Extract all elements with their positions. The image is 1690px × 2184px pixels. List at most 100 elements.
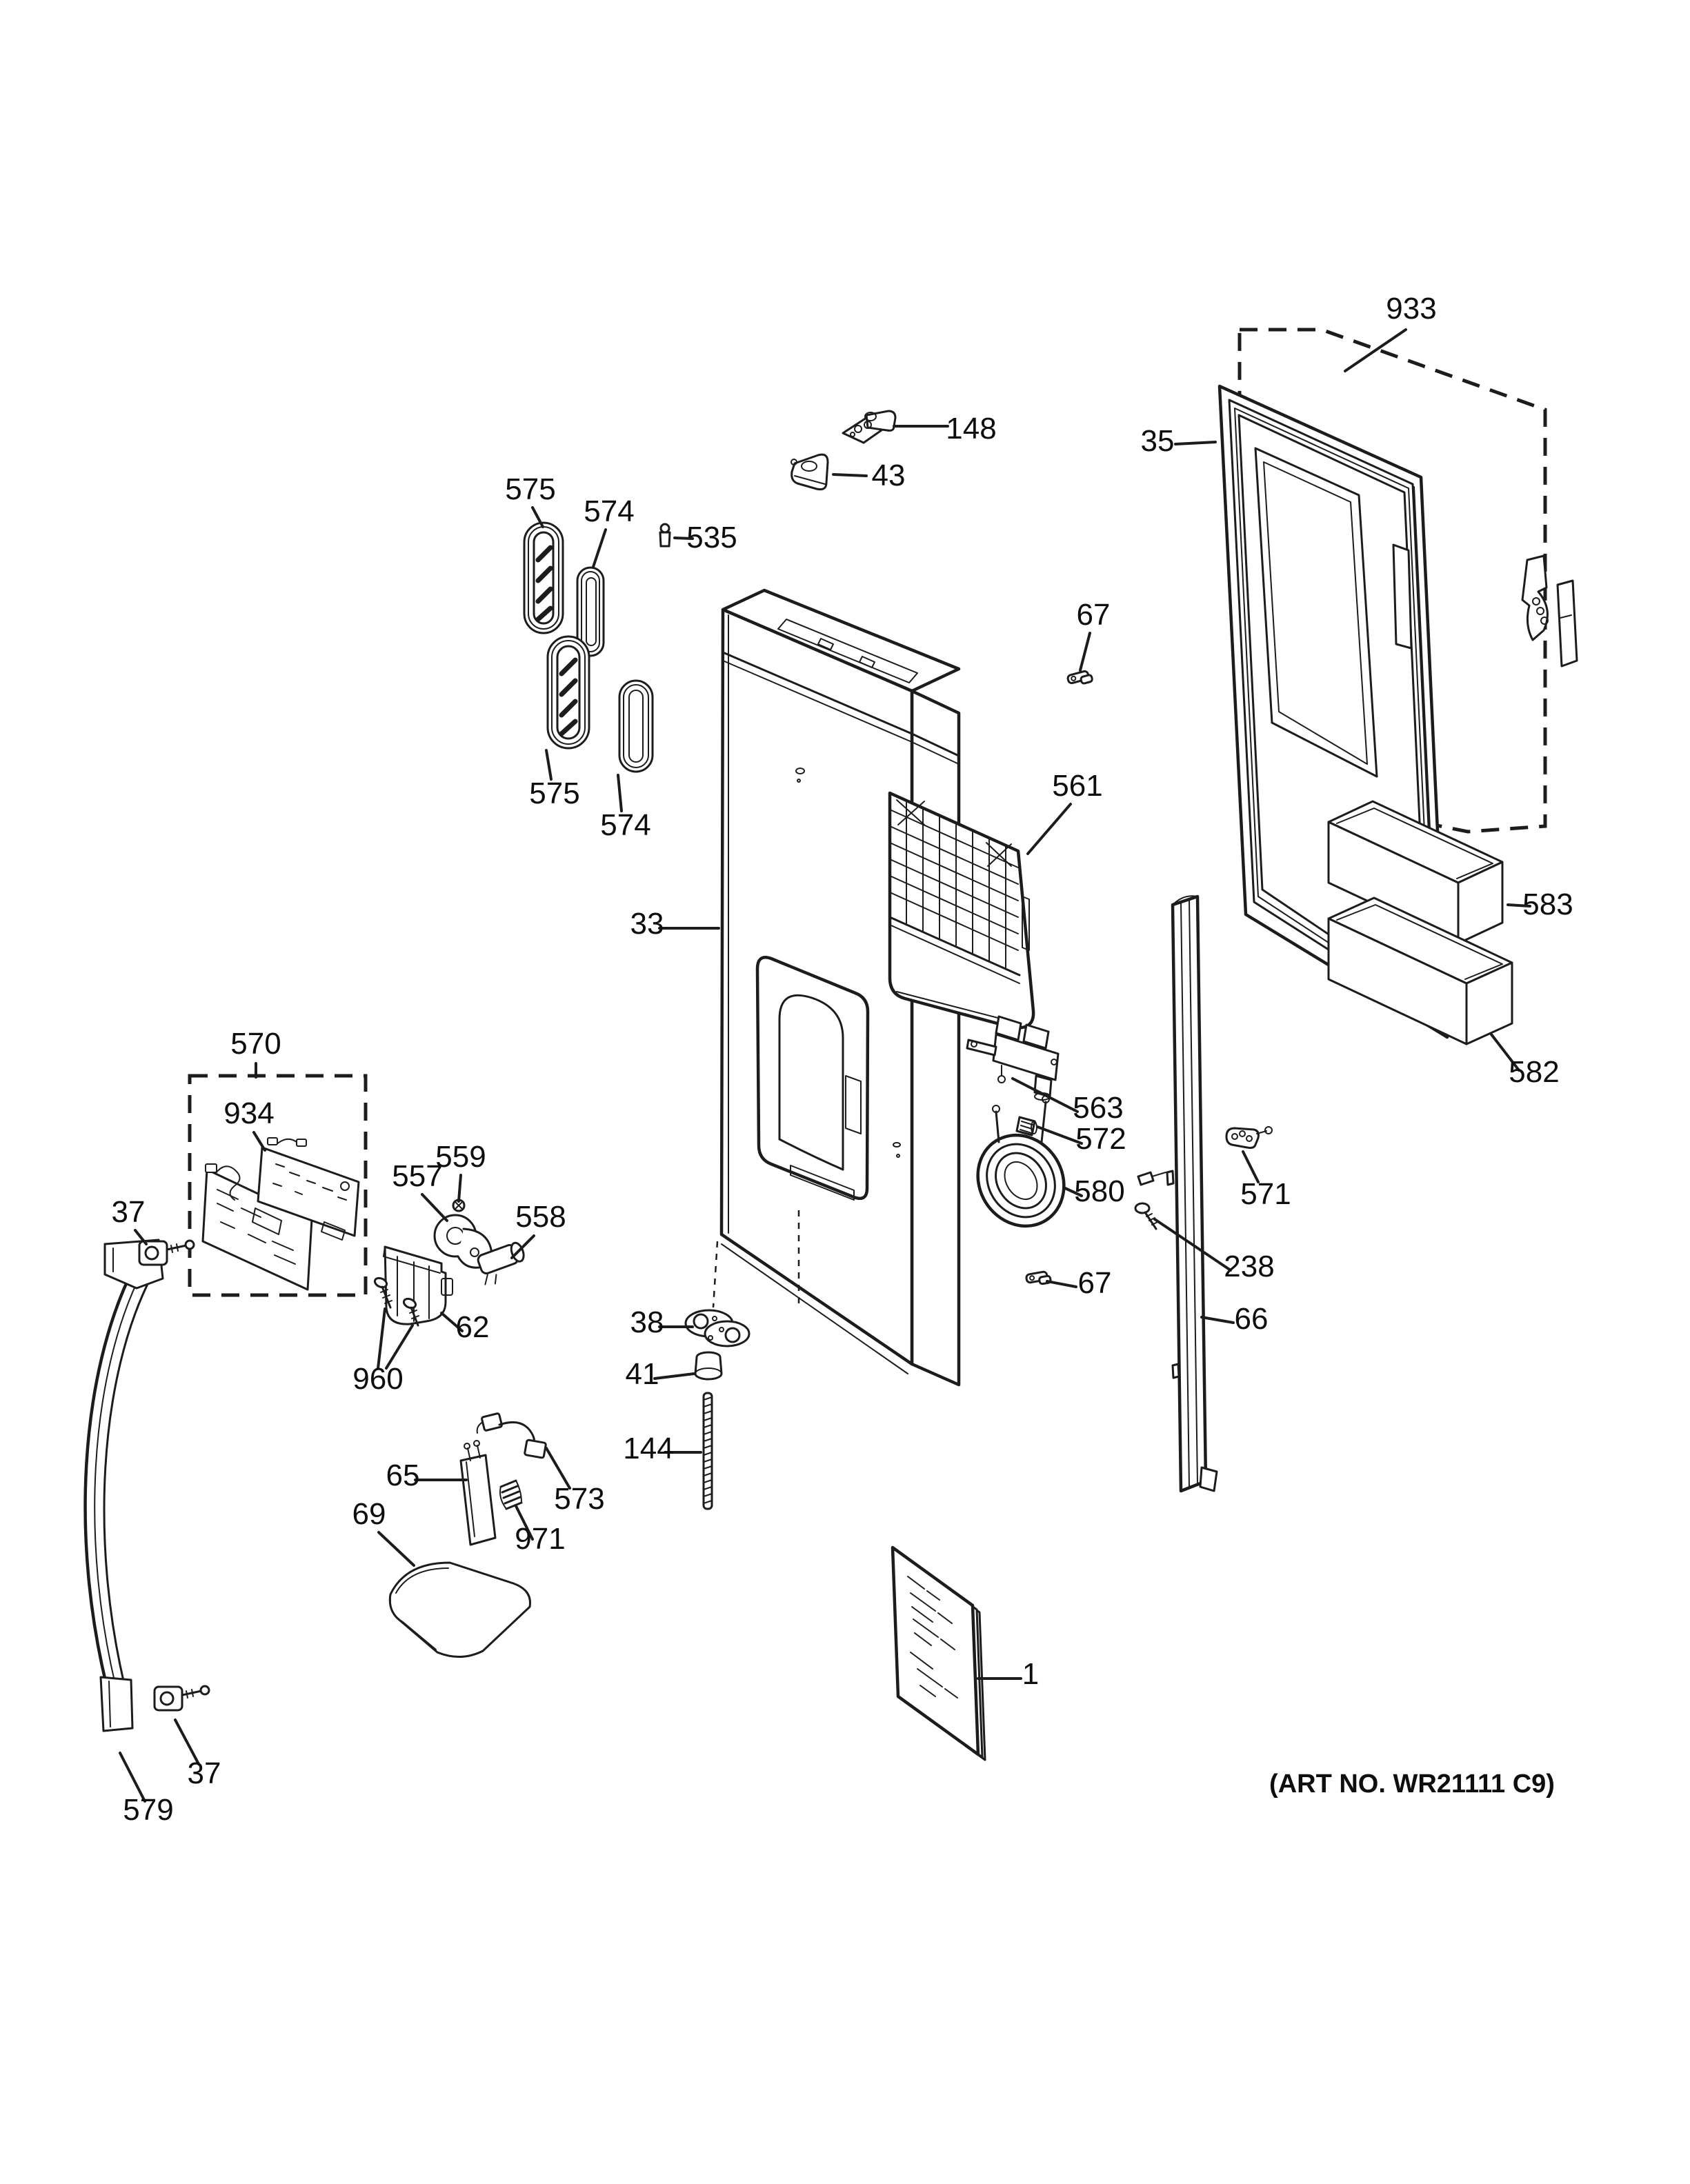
part-label-572: 572 (1075, 1122, 1126, 1156)
leader-561 (1026, 803, 1072, 855)
part-label-37-bottom: 37 (188, 1756, 221, 1790)
leader-67-bottom (1046, 1280, 1077, 1288)
water-valve-563 (966, 1015, 1060, 1101)
part-label-563: 563 (1073, 1091, 1123, 1125)
owners-manual-1 (891, 1545, 986, 1761)
control-board-934 (257, 1146, 360, 1241)
leader-575-lower (545, 749, 553, 781)
hinge-plate-571 (1225, 1126, 1273, 1149)
leader-582 (1490, 1033, 1520, 1072)
leader-lines (119, 328, 1531, 1803)
part-label-67-top: 67 (1077, 598, 1111, 632)
spring-971 (499, 1479, 523, 1510)
part-label-582: 582 (1509, 1055, 1559, 1089)
screws-960 (373, 1276, 419, 1327)
leader-971 (515, 1505, 534, 1541)
leader-572 (1036, 1125, 1083, 1145)
part-label-571: 571 (1240, 1177, 1291, 1211)
handle-clip-37-top (138, 1239, 195, 1266)
leader-37-top (134, 1229, 148, 1245)
part-label-1: 1 (1022, 1657, 1039, 1691)
auger-motor-557 (433, 1214, 493, 1269)
pin-535 (659, 523, 671, 548)
leader-62 (440, 1312, 464, 1332)
art-number-note: (ART NO. WR21111 C9) (1269, 1770, 1555, 1799)
leader-66 (1200, 1316, 1235, 1324)
part-label-575-lower: 575 (529, 777, 579, 810)
leader-960-b (385, 1324, 414, 1370)
leader-69 (377, 1531, 415, 1567)
leader-238 (1153, 1218, 1232, 1272)
vent-grommet-575-upper (523, 521, 564, 634)
leader-574-upper (592, 528, 607, 568)
part-label-67-bottom: 67 (1078, 1266, 1112, 1300)
vent-cover-574-lower (618, 679, 654, 773)
part-label-558: 558 (515, 1200, 566, 1234)
leader-43 (832, 473, 868, 477)
dashed-box-933 (1237, 328, 1547, 834)
wire-harness-573 (476, 1412, 547, 1459)
mounting-plate-38 (684, 1309, 750, 1348)
wire-harness-in-box (205, 1137, 307, 1201)
part-label-65: 65 (386, 1459, 420, 1492)
part-label-41: 41 (626, 1357, 659, 1391)
part-label-960: 960 (352, 1362, 403, 1396)
part-label-148: 148 (946, 412, 996, 445)
water-tank-coil-tubes (992, 1095, 1050, 1143)
dispenser-grille-561 (888, 791, 1035, 1030)
door-bin-582 (1327, 896, 1513, 1045)
vent-cover-574-upper (576, 566, 605, 657)
part-label-66: 66 (1235, 1302, 1269, 1336)
threaded-rod-144 (702, 1392, 713, 1510)
part-label-35: 35 (1141, 424, 1175, 458)
leader-933 (1344, 328, 1407, 372)
leader-557 (421, 1193, 448, 1222)
clip-67-bottom (1025, 1270, 1052, 1285)
part-label-535: 535 (686, 521, 737, 554)
leader-558 (510, 1234, 535, 1259)
part-label-43: 43 (872, 459, 906, 492)
part-label-62: 62 (456, 1310, 490, 1344)
leader-35 (1174, 441, 1217, 445)
handle-clip-37-bottom (153, 1685, 210, 1712)
part-label-69: 69 (352, 1497, 386, 1531)
drip-tray-69 (388, 1561, 531, 1659)
leader-583 (1507, 903, 1531, 908)
part-label-557: 557 (392, 1159, 442, 1193)
hinge-cam-43 (791, 453, 829, 491)
part-label-559: 559 (435, 1140, 486, 1174)
tube-bushing-572 (1015, 1116, 1037, 1136)
part-label-933: 933 (1386, 292, 1436, 325)
leader-535 (673, 537, 694, 540)
part-label-144: 144 (623, 1432, 673, 1465)
part-label-579: 579 (123, 1793, 173, 1827)
leader-559 (457, 1174, 462, 1203)
part-label-971: 971 (515, 1522, 565, 1556)
part-label-33: 33 (630, 907, 664, 941)
leader-960-a (377, 1308, 386, 1370)
part-label-238: 238 (1224, 1250, 1274, 1283)
door-trim-66 (1166, 894, 1218, 1493)
bearing-cup-41 (694, 1351, 723, 1381)
part-label-583: 583 (1522, 888, 1573, 921)
leader-579 (119, 1752, 146, 1803)
dispenser-flap-65 (459, 1440, 497, 1546)
leader-934 (252, 1131, 266, 1152)
part-label-574-upper: 574 (584, 494, 634, 528)
leader-37-bottom (174, 1719, 200, 1765)
part-label-934: 934 (223, 1096, 274, 1130)
door-handle-579 (83, 1239, 164, 1732)
part-label-38: 38 (630, 1305, 664, 1339)
leader-67-top (1079, 632, 1091, 672)
leader-574-lower (617, 774, 623, 812)
part-label-573: 573 (554, 1482, 604, 1516)
part-label-570: 570 (230, 1027, 281, 1061)
leader-571 (1242, 1150, 1260, 1183)
leader-573 (545, 1447, 571, 1490)
hinge-bracket-148 (842, 410, 897, 444)
clip-67-top (1066, 670, 1093, 685)
part-label-37-top: 37 (112, 1195, 146, 1229)
part-labels: 933 35 148 43 535 575 574 575 574 67 561… (112, 292, 1573, 1827)
